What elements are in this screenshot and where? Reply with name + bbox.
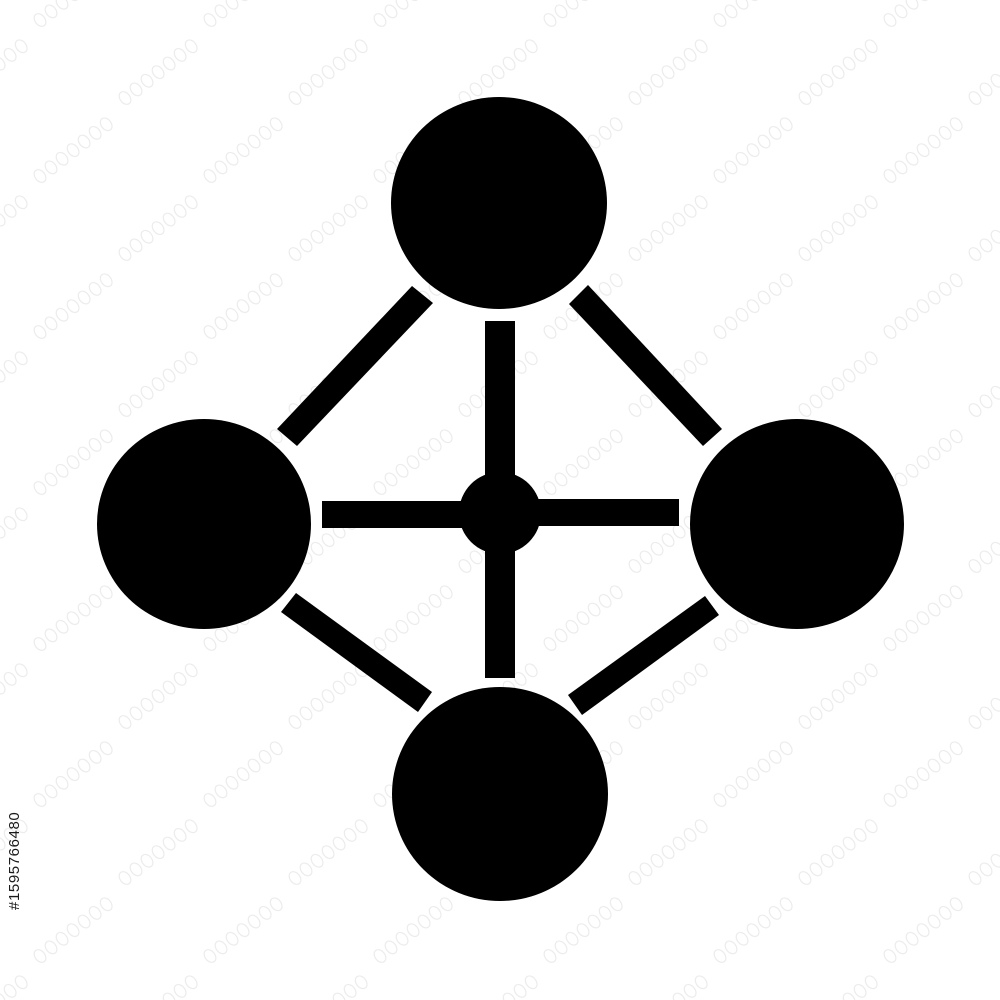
atom-bottom [392, 687, 608, 901]
atom-right [690, 419, 904, 629]
bond-vertical-upper [485, 321, 515, 486]
bond-top-left [277, 286, 433, 446]
bond-bottom-left [281, 593, 432, 712]
atom-left [97, 419, 311, 629]
bond-top-right [569, 285, 722, 446]
bond-horizontal-right [514, 499, 679, 526]
atom-center [459, 472, 541, 554]
bond-bottom-right [568, 596, 719, 715]
atom-top [391, 97, 607, 309]
stock-id-label: #1595766480 [6, 811, 23, 910]
